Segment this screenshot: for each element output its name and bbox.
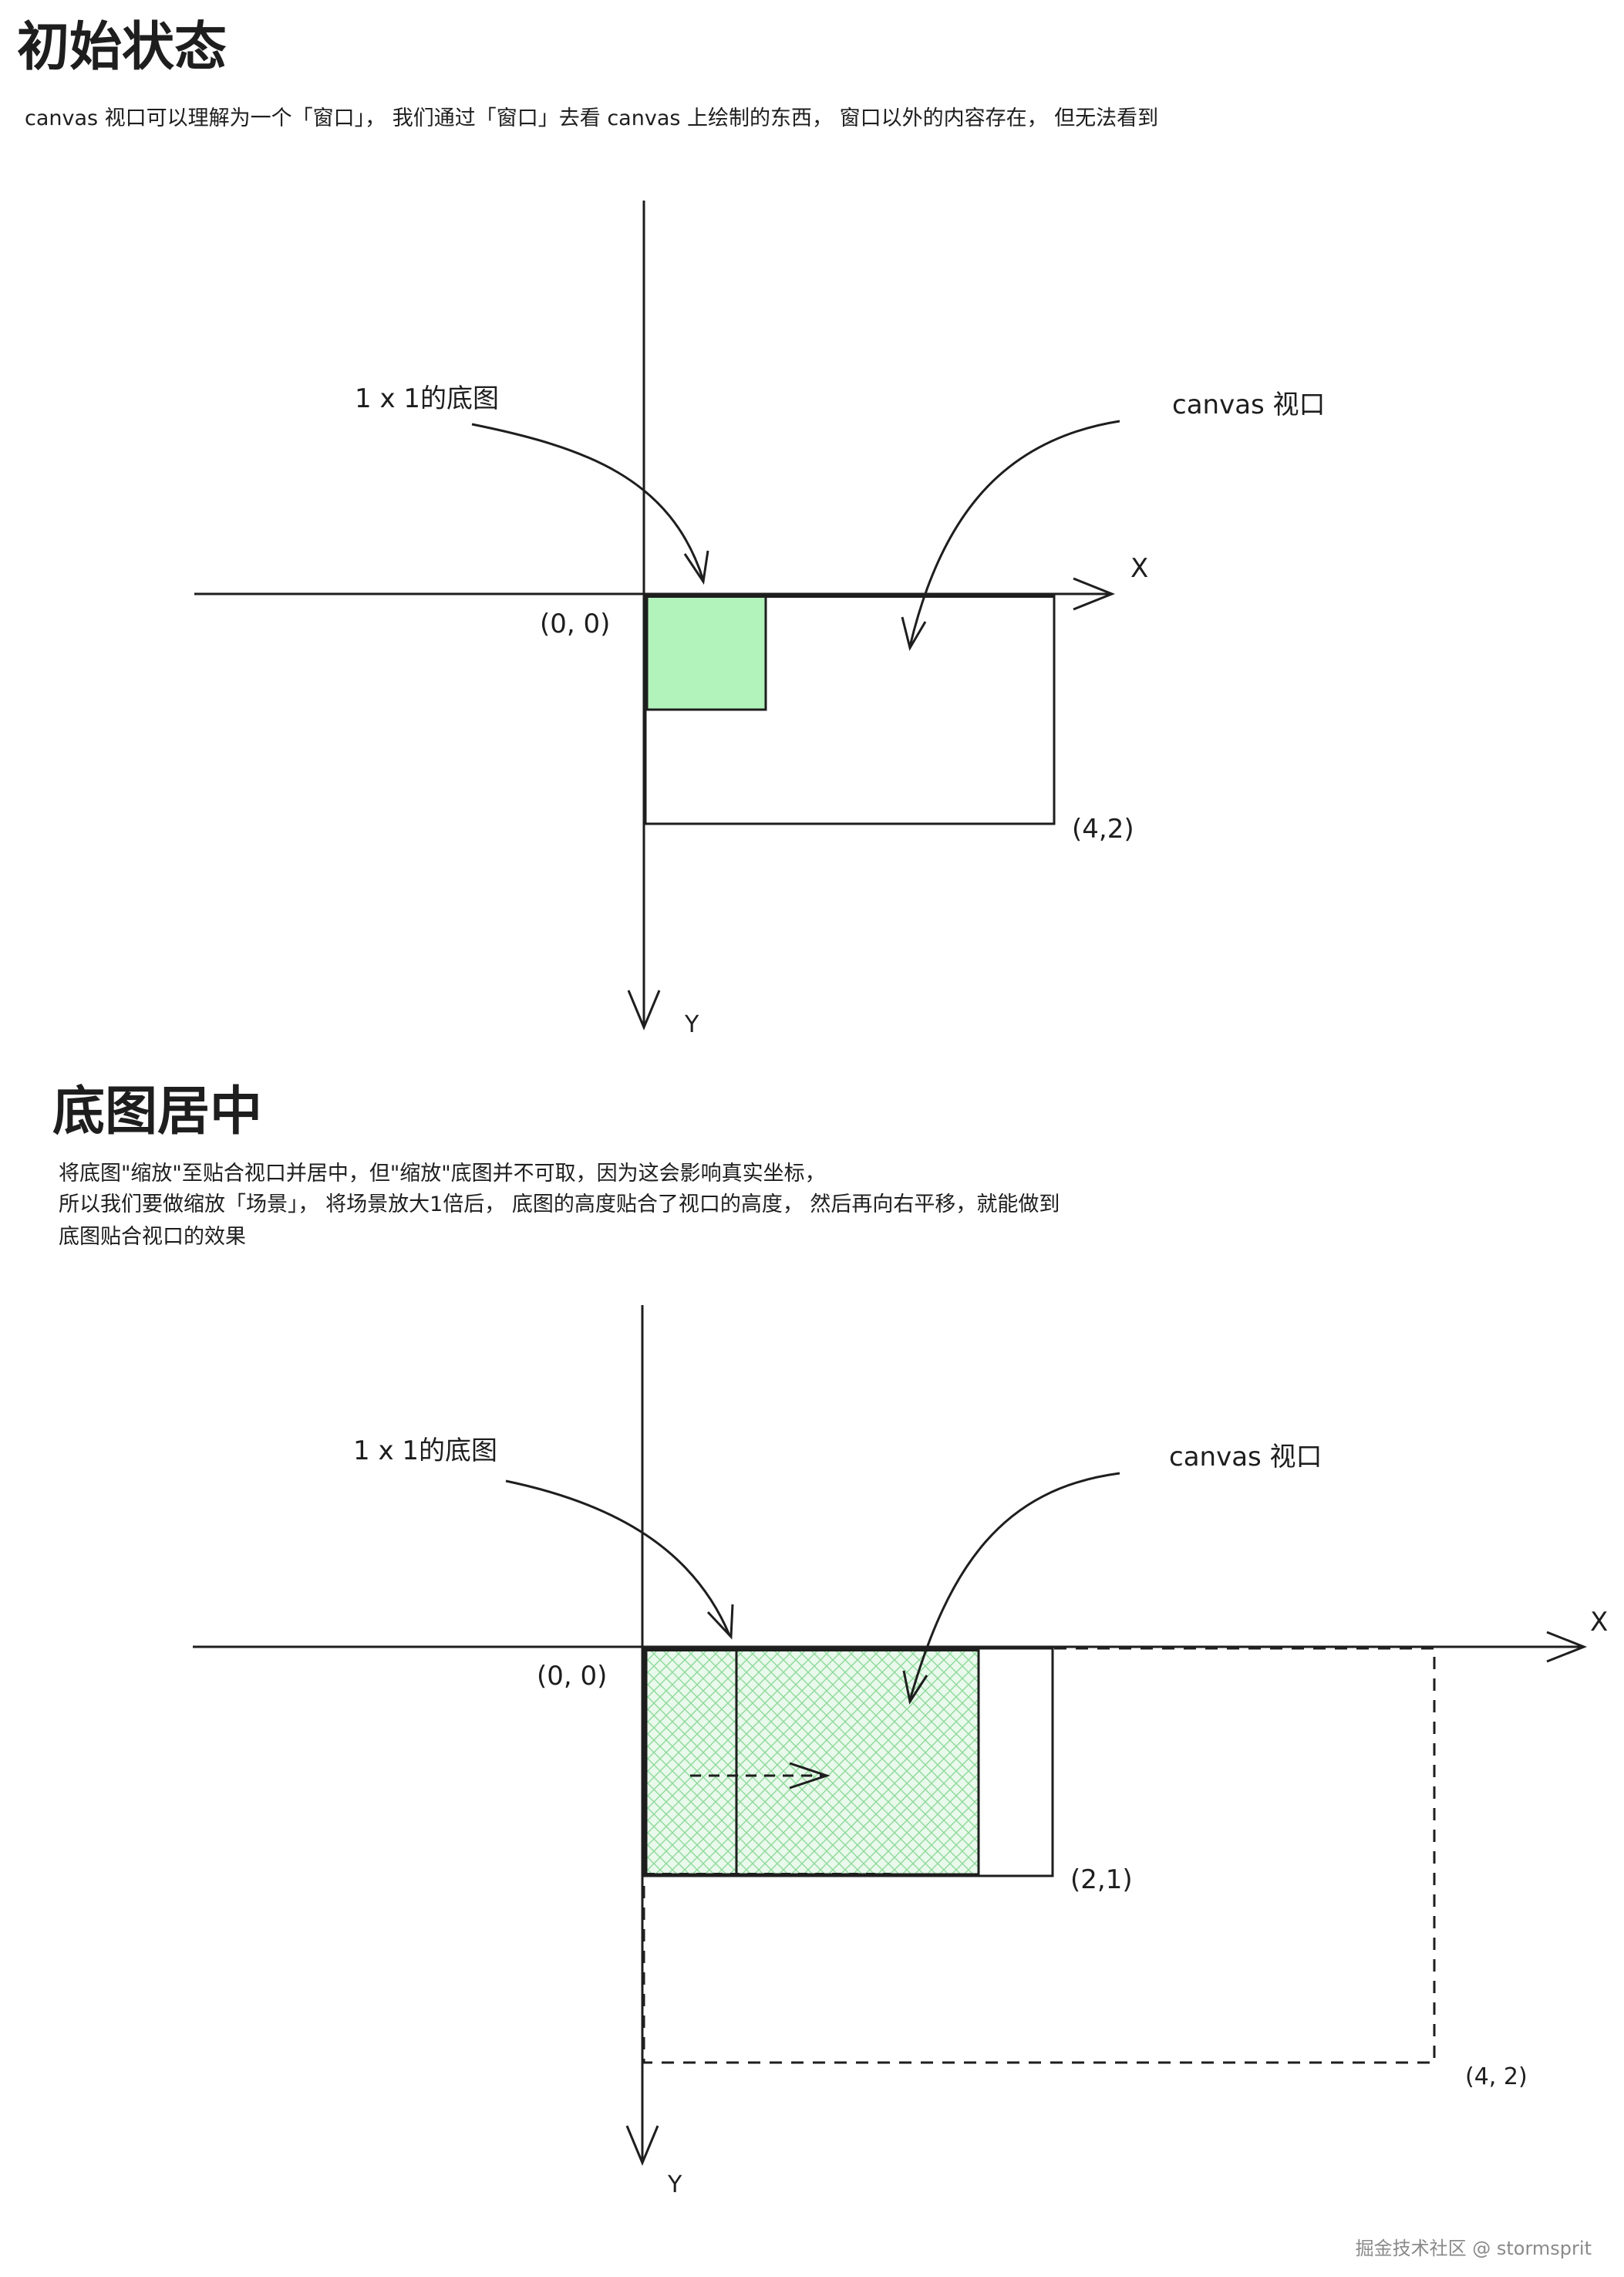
translate-arrowhead xyxy=(789,1762,831,1790)
viewport-pointer-arrow xyxy=(908,420,1120,647)
viewport-pointer-arrowhead xyxy=(901,616,927,651)
section2-description-line3: 底图贴合视口的效果 xyxy=(59,1225,246,1249)
scaled-base-image-shifted xyxy=(735,1648,980,1876)
section1-description: canvas 视口可以理解为一个「窗口」， 我们通过「窗口」去看 canvas … xyxy=(25,106,1159,130)
x-axis-arrowhead xyxy=(1546,1631,1588,1663)
base-image-centered-diagram: 1 x 1的底图 canvas 视口 (0, 0) (2,1) (4, 2) X… xyxy=(193,1305,1608,2198)
section2-description-line2: 所以我们要做缩放「场景」， 将场景放大1倍后， 底图的高度贴合了视口的高度， 然… xyxy=(59,1192,1060,1216)
y-axis-arrowhead xyxy=(627,990,661,1031)
section1-title: 初始状态 xyxy=(17,17,227,78)
scene-corner-label: (4, 2) xyxy=(1465,2063,1528,2090)
x-axis-arrowhead xyxy=(1073,577,1116,611)
y-axis-label: Y xyxy=(667,2171,682,2198)
viewport-label: canvas 视口 xyxy=(1172,390,1326,420)
base-image-label: 1 x 1的底图 xyxy=(355,383,499,414)
corner-label: (4,2) xyxy=(1072,814,1134,845)
y-axis-arrowhead xyxy=(625,2125,659,2166)
section2-title: 底图居中 xyxy=(52,1081,263,1142)
x-axis-label: X xyxy=(1590,1607,1608,1638)
x-axis-label: X xyxy=(1130,553,1148,584)
base-image-pointer-arrowhead xyxy=(706,1604,734,1640)
viewport-label: canvas 视口 xyxy=(1169,1442,1322,1472)
base-image-pointer-arrow xyxy=(505,1479,731,1636)
base-image-pointer-arrowhead xyxy=(683,550,709,585)
base-image-pointer-arrow xyxy=(471,423,705,581)
section2-description-line1: 将底图"缩放"至贴合视口并居中，但"缩放"底图并不可取，因为这会影响真实坐标， xyxy=(59,1162,826,1186)
base-image-rect xyxy=(644,594,767,711)
base-image-label: 1 x 1的底图 xyxy=(353,1435,497,1466)
initial-state-diagram: 1 x 1的底图 canvas 视口 (0, 0) (4,2) X Y xyxy=(194,201,1326,1038)
watermark: 掘金技术社区 @ stormsprit xyxy=(1355,2238,1592,2259)
viewport-corner-label: (2,1) xyxy=(1070,1864,1133,1895)
y-axis-label: Y xyxy=(684,1011,699,1038)
viewport-pointer-arrow xyxy=(908,1472,1120,1701)
viewport-pointer-arrowhead xyxy=(902,1670,928,1705)
origin-label: (0, 0) xyxy=(540,609,610,639)
origin-label: (0, 0) xyxy=(537,1661,607,1692)
